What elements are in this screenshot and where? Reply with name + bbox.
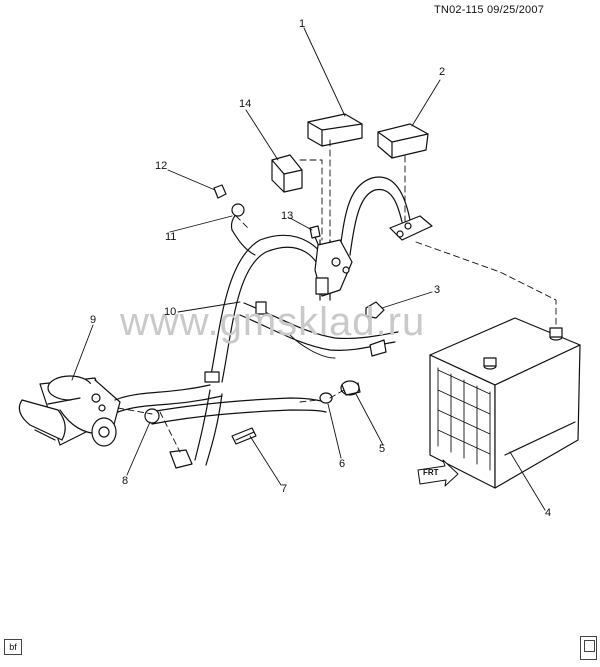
reference-lines — [117, 139, 557, 453]
battery-clamp — [389, 215, 433, 241]
callout-5: 5 — [379, 443, 386, 455]
callout-11: 11 — [165, 231, 177, 243]
callout-8: 8 — [122, 475, 129, 487]
callout-14: 14 — [239, 98, 252, 110]
document-icon — [580, 636, 597, 660]
part-11-grommet — [231, 203, 245, 217]
callout-2: 2 — [439, 66, 446, 78]
cable-clip — [204, 301, 387, 383]
leader-lines — [71, 27, 546, 511]
part-14-connector — [271, 154, 303, 193]
battery — [429, 317, 581, 489]
front-arrow-label: FRT — [423, 468, 439, 477]
part-12-terminal — [213, 184, 227, 199]
part-6-nut — [319, 392, 333, 404]
part-8-boot — [144, 408, 160, 424]
front-arrow-icon — [417, 459, 459, 487]
callout-10: 10 — [164, 306, 177, 318]
callout-1: 1 — [299, 18, 306, 30]
part-13-bolt — [309, 225, 321, 245]
callout-3: 3 — [434, 284, 441, 296]
part-3-nut — [365, 301, 385, 319]
callout-9: 9 — [90, 314, 97, 326]
watermark: www.gmsklad.ru — [120, 300, 426, 344]
callout-12: 12 — [155, 160, 168, 172]
diagram-code: TN02-115 09/25/2007 — [434, 4, 545, 16]
callout-6: 6 — [339, 458, 346, 470]
part-7-bolt — [231, 427, 257, 445]
part-1-cover — [307, 113, 363, 147]
callout-13: 13 — [281, 210, 294, 222]
starter-motor — [18, 375, 121, 447]
part-2-cover — [377, 123, 429, 159]
fuse-block — [314, 239, 353, 297]
corner-tag: bf — [4, 639, 22, 655]
cable-harness — [114, 176, 411, 466]
callout-7: 7 — [281, 483, 288, 495]
ground-eyelet — [169, 449, 193, 469]
part-5-boot — [340, 380, 361, 396]
callout-4: 4 — [545, 507, 552, 519]
